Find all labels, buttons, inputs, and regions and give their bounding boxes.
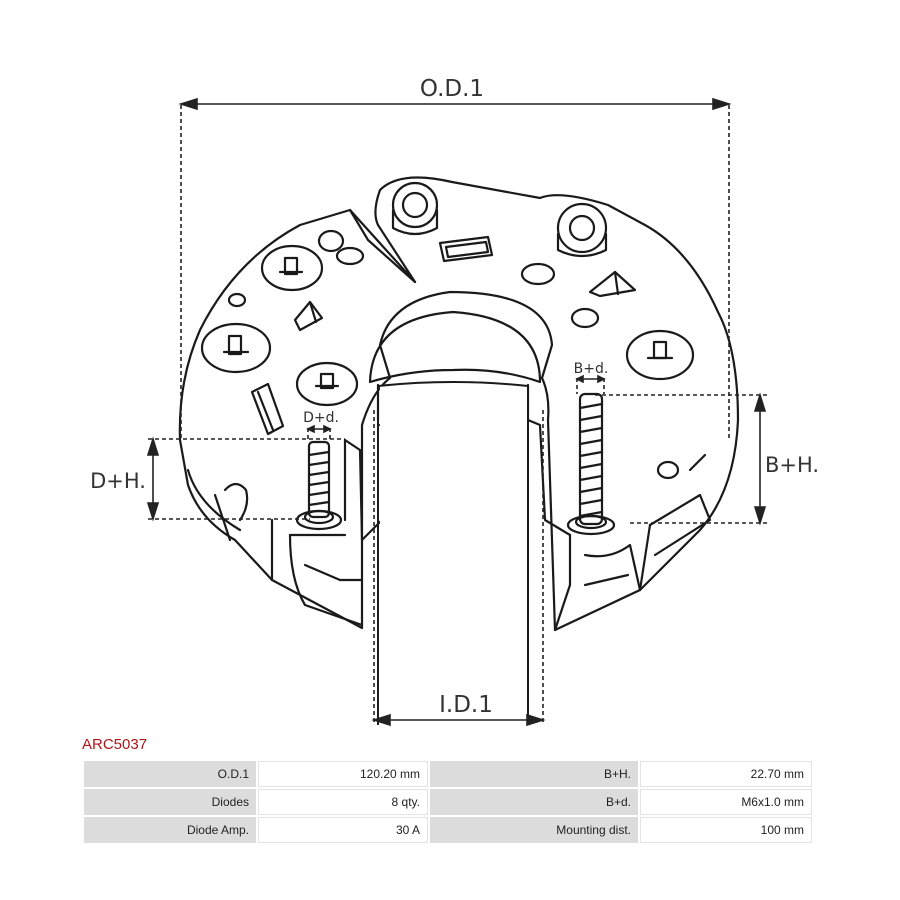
diode [295,361,359,407]
od-label: O.D.1 [420,76,484,102]
spec-value: M6x1.0 mm [640,789,812,815]
diode [625,329,695,381]
spec-table: O.D.1 120.20 mm B+H. 22.70 mm Diodes 8 q… [82,759,814,845]
terminal-post [391,181,439,229]
bh-label: B+H. [765,453,819,477]
spec-label: B+H. [430,761,638,787]
spec-label: Diode Amp. [84,817,256,843]
table-row: Diode Amp. 30 A Mounting dist. 100 mm [84,817,812,843]
spec-value: 30 A [258,817,428,843]
bd-label: B+d. [574,361,609,377]
rectifier-diagram: O.D.1 I.D.1 D+H. D+d. B+H. B+d. [90,76,819,727]
table-row: O.D.1 120.20 mm B+H. 22.70 mm [84,761,812,787]
table-row: Diodes 8 qty. B+d. M6x1.0 mm [84,789,812,815]
bolt-right [578,392,604,526]
dd-label: D+d. [303,410,339,426]
spec-value: 120.20 mm [258,761,428,787]
spec-value: 8 qty. [258,789,428,815]
diode [200,322,272,374]
spec-label: Diodes [84,789,256,815]
part-code: ARC5037 [82,736,148,753]
spec-value: 22.70 mm [640,761,812,787]
bolt-left [307,440,331,519]
center-ring [368,310,542,384]
spec-value: 100 mm [640,817,812,843]
terminal-post [556,202,608,254]
dh-label: D+H. [90,469,146,493]
diode [260,244,324,292]
spec-label: Mounting dist. [430,817,638,843]
id-label: I.D.1 [439,692,493,718]
spec-label: O.D.1 [84,761,256,787]
spec-label: B+d. [430,789,638,815]
rectifier-outline [178,176,740,632]
